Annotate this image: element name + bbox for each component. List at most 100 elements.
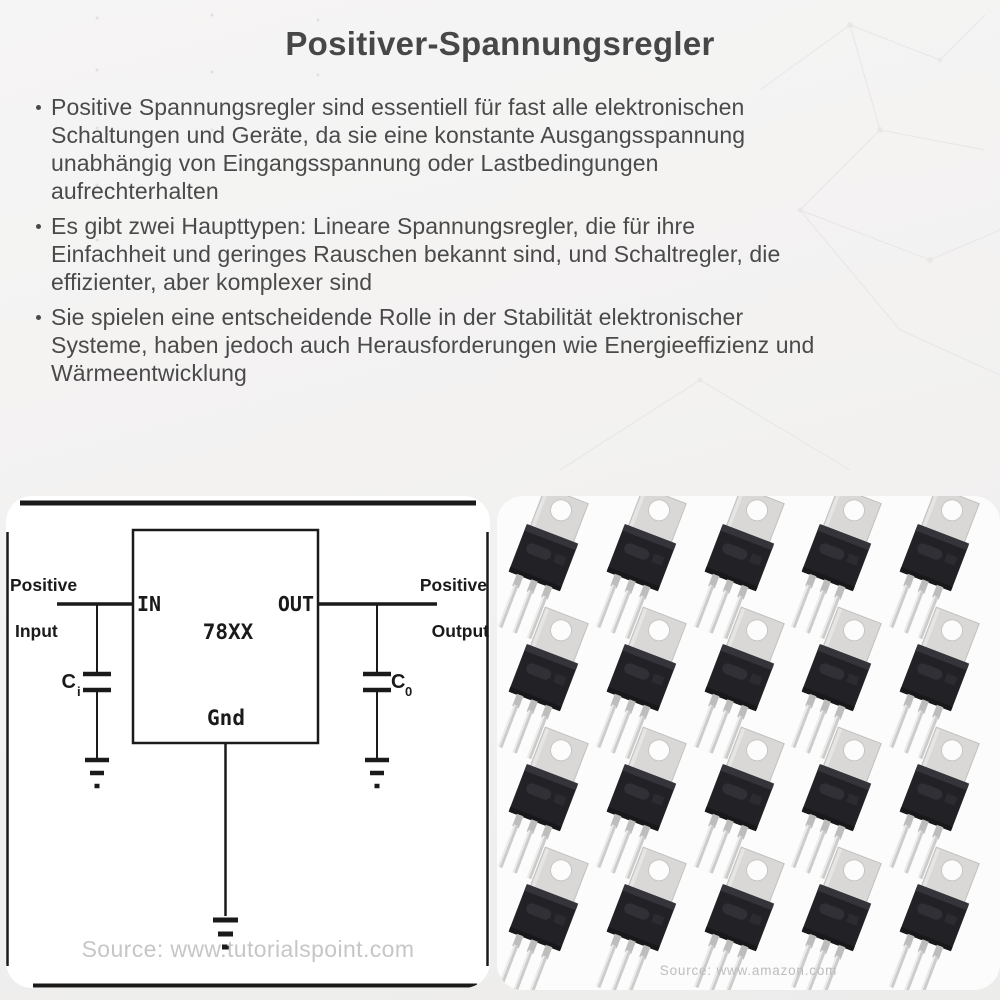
- to220-component: [889, 726, 1000, 880]
- to220-component: [791, 846, 902, 990]
- component-leg: [791, 573, 817, 629]
- to220-component: [595, 846, 707, 990]
- body-marking: [721, 783, 747, 800]
- mounting-hole: [941, 859, 964, 882]
- body-bevel: [817, 763, 872, 791]
- component-leg: [512, 699, 538, 754]
- to220-component: [595, 606, 707, 760]
- component-leg: [903, 579, 930, 634]
- to220-component: [498, 606, 609, 760]
- body-lower-edge: [801, 926, 856, 952]
- component-leg: [722, 944, 748, 990]
- to220-component-icon: [693, 846, 785, 990]
- mounting-hole: [941, 499, 964, 522]
- body-marking: [650, 553, 665, 566]
- body-bevel: [719, 523, 774, 551]
- mounting-hole: [843, 859, 866, 882]
- component-leg: [708, 819, 734, 874]
- body-marking: [526, 783, 552, 800]
- to220-component: [791, 606, 902, 760]
- mounting-hole: [550, 499, 573, 522]
- mounting-hole: [647, 619, 670, 642]
- mounting-hole: [647, 739, 670, 762]
- to220-component-icon: [498, 606, 589, 760]
- body-marking: [624, 903, 650, 920]
- main-ground-symbol: [213, 917, 238, 950]
- body-lower-edge: [899, 566, 953, 592]
- body-marking: [526, 663, 552, 680]
- component-grid: [498, 496, 1000, 990]
- body-bevel: [524, 883, 579, 911]
- tab-highlight: [530, 608, 550, 651]
- body-marking: [721, 903, 747, 920]
- to220-component: [693, 846, 805, 990]
- positive-output-label-line1: Positive: [420, 575, 487, 595]
- body-marking: [917, 663, 943, 680]
- component-leg: [512, 819, 538, 874]
- to220-component-icon: [791, 846, 883, 990]
- body-lower-edge: [508, 686, 562, 712]
- body-bevel: [719, 643, 774, 671]
- voltage-regulator-circuit-diagram: Positive Input Positive Output IN OUT 78…: [6, 500, 489, 988]
- component-leg: [498, 693, 524, 749]
- body-bevel: [915, 883, 970, 911]
- component-leg: [722, 704, 748, 760]
- component-leg: [512, 579, 538, 634]
- body-lower-edge: [606, 926, 660, 952]
- body-marking: [846, 553, 860, 566]
- body-lower-edge: [508, 926, 562, 952]
- component-leg: [805, 579, 832, 634]
- tab-highlight: [921, 608, 941, 651]
- bullet-text: Sie spielen eine entscheidende Rolle in …: [51, 304, 815, 386]
- body-marking: [526, 903, 552, 920]
- component-leg: [595, 813, 622, 869]
- body-lower-edge: [606, 806, 660, 832]
- body-bevel: [817, 523, 872, 551]
- tab-highlight: [530, 848, 550, 891]
- to220-component-icon: [693, 726, 785, 880]
- component-leg: [526, 824, 553, 880]
- component-leg: [805, 699, 832, 754]
- component-leg: [820, 824, 846, 880]
- component-leg: [791, 693, 817, 749]
- body-lower-edge: [508, 566, 562, 592]
- bullet-dot-icon: [36, 105, 41, 110]
- component-leg: [595, 573, 622, 629]
- body-bevel: [524, 763, 579, 791]
- component-leg: [708, 939, 734, 990]
- to220-component: [498, 496, 609, 640]
- body-bevel: [915, 643, 970, 671]
- body-marking: [917, 783, 943, 800]
- positive-input-label-line1: Positive: [10, 575, 77, 595]
- to220-component-icon: [498, 496, 589, 640]
- component-leg: [918, 704, 944, 760]
- to220-component-icon: [791, 726, 883, 880]
- body-marking: [944, 913, 958, 926]
- regulator-box: [131, 528, 320, 745]
- to220-component: [889, 606, 1000, 760]
- gnd-pin-label: Gnd: [207, 706, 245, 730]
- body-marking: [748, 673, 763, 686]
- mounting-hole: [550, 739, 573, 762]
- circuit-source-caption: Source: www.tutorialspoint.com: [81, 936, 415, 962]
- input-ground-symbol: [85, 757, 109, 789]
- body-marking: [944, 553, 958, 566]
- body-marking: [553, 553, 567, 566]
- tab-highlight: [823, 608, 843, 651]
- body-lower-edge: [801, 566, 856, 592]
- body-marking: [748, 553, 763, 566]
- body-marking: [650, 793, 665, 806]
- body-bevel: [524, 523, 579, 551]
- component-leg: [693, 813, 720, 869]
- component-leg: [889, 933, 915, 989]
- to220-component-icon: [595, 726, 687, 880]
- body-bevel: [817, 883, 872, 911]
- to220-component-icon: [889, 726, 981, 880]
- component-leg: [693, 573, 720, 629]
- body-bevel: [915, 763, 970, 791]
- mounting-hole: [941, 619, 964, 642]
- body-marking: [819, 903, 845, 920]
- tab-highlight: [530, 728, 550, 771]
- body-lower-edge: [704, 686, 758, 712]
